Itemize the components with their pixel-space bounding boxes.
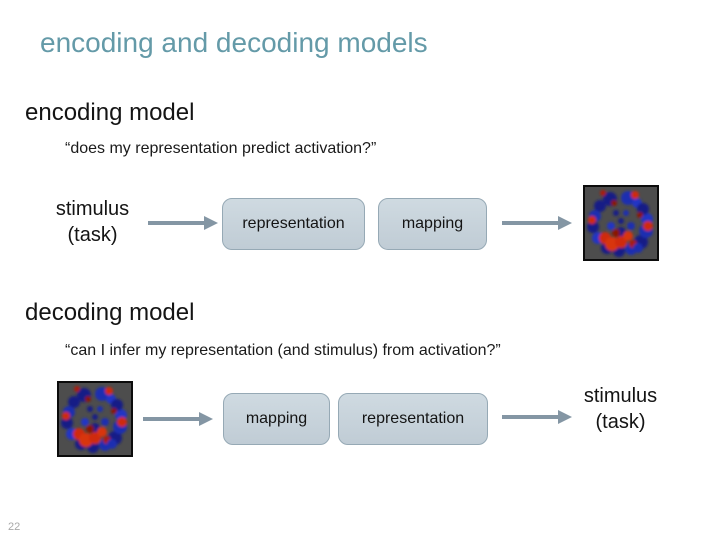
encoding-input-label: stimulus (task) <box>40 196 145 248</box>
page-number: 22 <box>8 521 21 533</box>
stimulus-label-line2: (task) <box>595 411 646 433</box>
stimulus-label-line1: stimulus <box>583 385 658 407</box>
stimulus-label-line2: (task) <box>67 224 118 246</box>
representation-box-label: representation <box>361 410 465 427</box>
mapping-box-encoding: mapping <box>378 198 487 250</box>
decoding-output-label: stimulus (task) <box>568 383 673 435</box>
fmri-brain-image <box>57 381 133 457</box>
stimulus-label-line1: stimulus <box>55 198 130 220</box>
representation-box-encoding: representation <box>222 198 365 250</box>
encoding-quote: “does my representation predict activati… <box>65 140 377 157</box>
arrow-right-icon <box>501 409 573 425</box>
representation-box-decoding: representation <box>338 393 488 445</box>
mapping-box-label: mapping <box>401 215 464 232</box>
arrow-right-icon <box>142 411 214 427</box>
mapping-box-label: mapping <box>245 410 308 427</box>
arrow-right-icon <box>147 215 219 231</box>
slide-title: encoding and decoding models <box>40 27 428 58</box>
representation-box-label: representation <box>242 215 345 232</box>
arrow-right-icon <box>501 215 573 231</box>
fmri-brain-image <box>583 185 659 261</box>
mapping-box-decoding: mapping <box>223 393 330 445</box>
decoding-quote: “can I infer my representation (and stim… <box>65 342 501 359</box>
encoding-heading: encoding model <box>25 99 195 126</box>
decoding-heading: decoding model <box>25 299 195 326</box>
